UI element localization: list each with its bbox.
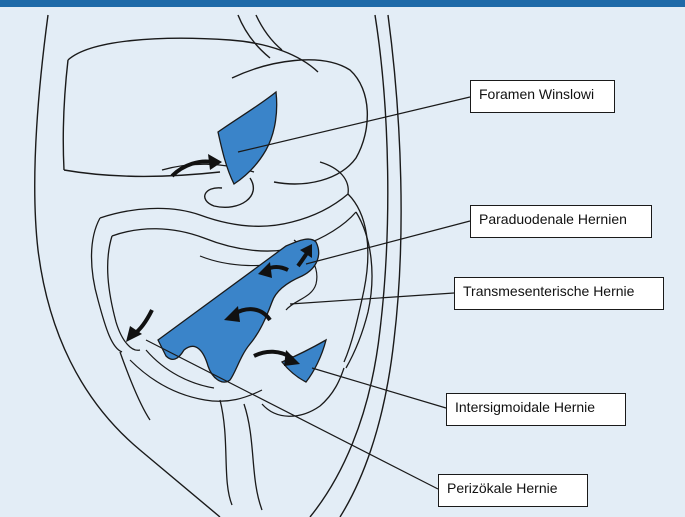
label-text: Intersigmoidale Hernie <box>455 399 596 415</box>
arrow-heads <box>126 154 312 366</box>
label-perizoekale-hernie: Perizökale Hernie <box>438 474 588 507</box>
label-foramen-winslowi: Foramen Winslowi <box>470 80 615 113</box>
label-text: Transmesenterische Hernie <box>463 283 635 299</box>
arrow-icon <box>170 159 213 178</box>
arrowhead-icon <box>284 350 300 366</box>
label-transmesenterische-hernie: Transmesenterische Hernie <box>454 277 664 310</box>
foramen-winslowi-region <box>217 90 278 185</box>
colon-loops <box>90 161 373 511</box>
intersigmoid-hernia-region <box>280 338 328 383</box>
arrowhead-icon <box>208 154 222 170</box>
arrowhead-icon <box>300 244 312 258</box>
label-intersigmoidale-hernie: Intersigmoidale Hernie <box>446 393 626 426</box>
upper-organs <box>62 37 369 208</box>
body-contour <box>34 14 402 517</box>
pointer-lines <box>145 96 471 490</box>
label-text: Foramen Winslowi <box>479 86 595 102</box>
arrowhead-icon <box>224 306 240 322</box>
label-text: Perizökale Hernie <box>447 480 558 496</box>
arrowhead-icon <box>258 262 272 278</box>
arrow-icon <box>132 309 154 336</box>
label-paraduodenale-hernien: Paraduodenale Hernien <box>470 205 652 238</box>
arrowhead-icon <box>126 326 142 342</box>
header-bar <box>0 0 685 7</box>
hernia-regions <box>157 90 328 383</box>
label-text: Paraduodenale Hernien <box>479 211 627 227</box>
